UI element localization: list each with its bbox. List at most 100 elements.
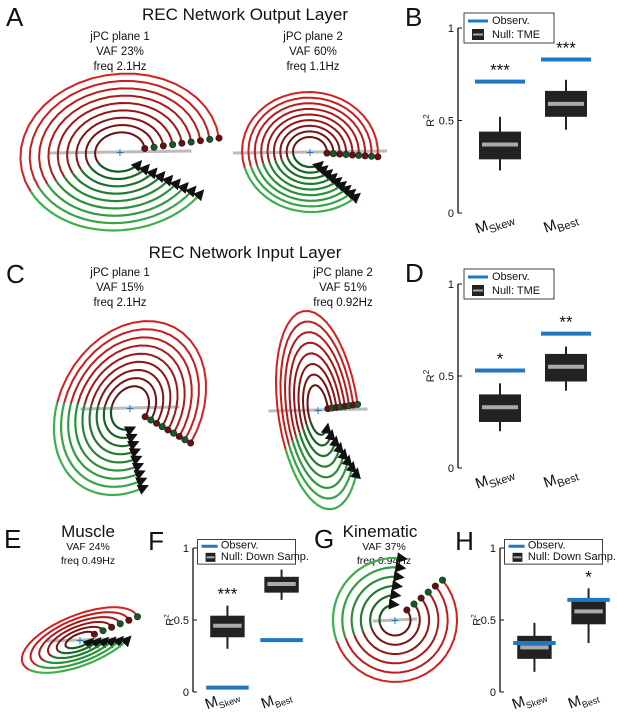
panel-g-title: Kinematic xyxy=(343,522,418,541)
baseline xyxy=(268,407,368,413)
trajectory-green-8 xyxy=(29,189,205,232)
start-point-4 xyxy=(178,139,186,147)
start-point-6 xyxy=(175,432,183,440)
category-main: M xyxy=(473,217,491,237)
panel-a-plane2-freq: freq 1.1Hz xyxy=(286,61,339,73)
trajectory-green-6 xyxy=(287,444,357,500)
y-tick-label: 0 xyxy=(490,687,496,699)
category-main: M xyxy=(473,472,491,492)
y-axis-label-sup: 2 xyxy=(422,369,431,374)
start-point-2 xyxy=(417,594,425,602)
trajectory-green-0 xyxy=(96,160,143,173)
trajectory-green-1 xyxy=(286,157,329,177)
trajectory-red-4 xyxy=(56,101,183,178)
category-main: M xyxy=(510,693,528,713)
legend-label-observed: Observ. xyxy=(492,271,530,283)
legend-label-null: Null: TME xyxy=(492,29,540,41)
y-tick-label: 1 xyxy=(448,279,454,291)
trajectory-red-4 xyxy=(29,611,130,667)
start-point-2 xyxy=(159,142,167,150)
origin-marker: + xyxy=(306,144,314,160)
trajectory-red-8 xyxy=(19,72,220,192)
panel-g-vaf: VAF 37% xyxy=(362,541,406,553)
trajectory-green-5 xyxy=(54,178,181,210)
trajectory-red-5 xyxy=(20,606,139,671)
y-axis-label: R2 xyxy=(470,614,483,626)
panel-c-plane2-name: jPC plane 2 xyxy=(312,267,372,279)
start-point-0 xyxy=(141,145,149,153)
panel-a-plane1-vaf: VAF 23% xyxy=(96,46,144,58)
y-axis-label-sup: 2 xyxy=(422,114,431,119)
trajectory-red-2 xyxy=(362,597,431,655)
trajectory-red-0 xyxy=(291,135,328,157)
trajectory-red-0 xyxy=(94,131,146,163)
panel-a-plane1-name: jPC plane 1 xyxy=(89,31,149,43)
start-point-4 xyxy=(348,151,356,159)
category-sub: Best xyxy=(274,694,295,710)
y-tick-label: 0.5 xyxy=(439,371,454,383)
start-point-3 xyxy=(169,141,177,149)
origin-marker: + xyxy=(76,632,84,648)
trajectory-green-3 xyxy=(298,431,344,468)
trajectory-green-1 xyxy=(369,588,402,629)
category-label-M_Best: MBest xyxy=(541,464,580,495)
trajectory-red-1 xyxy=(104,377,158,421)
y-axis-label-sup: 2 xyxy=(163,614,170,618)
trajectory-red-3 xyxy=(272,119,347,161)
trajectory-red-1 xyxy=(55,625,104,653)
start-point-7 xyxy=(354,400,362,408)
start-point-5 xyxy=(170,429,178,437)
panel-label-a: A xyxy=(6,2,24,32)
start-point-4 xyxy=(125,616,133,624)
trajectory-red-3 xyxy=(90,360,172,428)
start-point-0 xyxy=(323,149,331,157)
trajectory-red-2 xyxy=(297,362,338,429)
trajectory-red-6 xyxy=(279,320,355,446)
panel-c-plane1-vaf: VAF 15% xyxy=(96,282,144,294)
start-point-7 xyxy=(181,436,189,444)
start-point-7 xyxy=(206,135,214,143)
trajectory-red-4 xyxy=(266,113,354,163)
trajectory-green-3 xyxy=(88,404,142,459)
trajectory-red-3 xyxy=(38,616,122,662)
significance-M_Skew: * xyxy=(497,349,504,368)
trajectory-red-2 xyxy=(279,124,341,160)
panel-g-trajectories: + xyxy=(331,552,459,683)
trajectory-green-6 xyxy=(255,164,352,202)
significance-M_Best: ** xyxy=(559,313,573,332)
trajectory-red-4 xyxy=(344,585,449,674)
panel-a-plane1-trajectories: + xyxy=(19,72,223,232)
category-main: M xyxy=(203,693,221,713)
y-axis-label: R2 xyxy=(422,369,437,382)
trajectory-red-1 xyxy=(301,373,334,425)
start-point-1 xyxy=(329,150,337,158)
trajectory-green-0 xyxy=(378,598,400,626)
trajectory-green-4 xyxy=(63,174,174,203)
significance-M_Skew: *** xyxy=(490,61,510,80)
trajectory-red-3 xyxy=(292,352,342,433)
trajectory-green-2 xyxy=(359,579,404,633)
start-point-5 xyxy=(187,138,195,146)
y-tick-label: 0 xyxy=(448,208,454,220)
start-point-1 xyxy=(99,627,107,635)
start-point-8 xyxy=(374,153,382,161)
panel-c-plane2-trajectories: + xyxy=(268,309,368,511)
trajectory-red-4 xyxy=(83,352,179,431)
trajectory-red-6 xyxy=(69,336,193,437)
trajectory-green-1 xyxy=(102,405,138,444)
start-point-7 xyxy=(367,152,375,160)
category-sub: Best xyxy=(556,216,581,235)
legend-label-observed: Observ. xyxy=(528,540,566,552)
trajectory-red-2 xyxy=(97,368,165,424)
panel-label-e: E xyxy=(4,524,21,554)
panel-c-title: REC Network Input Layer xyxy=(149,243,342,262)
category-label-M_Skew: MSkew xyxy=(510,685,549,715)
trajectory-red-7 xyxy=(28,79,211,189)
significance-M_Skew: *** xyxy=(218,585,238,604)
trajectory-green-0 xyxy=(66,637,95,650)
trajectory-red-8 xyxy=(240,90,379,169)
category-sub: Best xyxy=(556,471,581,490)
